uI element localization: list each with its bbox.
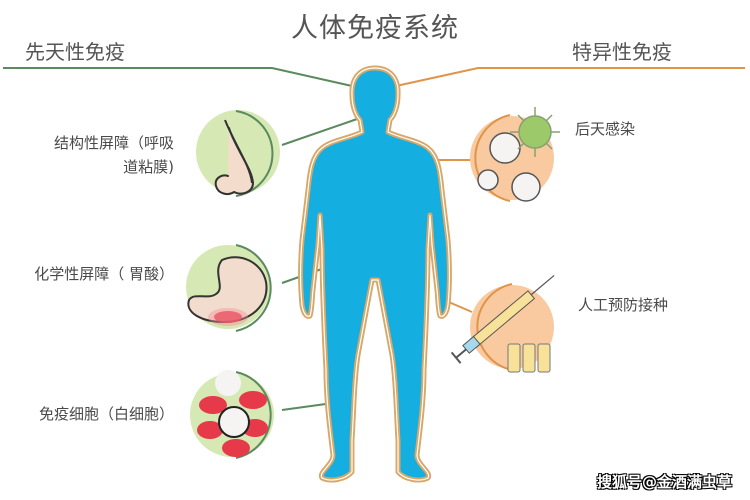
label-structural-barrier: 结构性屏障（呼吸 道粘膜) <box>54 131 174 179</box>
virus-icon <box>510 107 560 157</box>
nose-icon <box>196 110 280 197</box>
connector-cells <box>281 402 334 411</box>
innate-immunity-heading: 先天性免疫 <box>25 40 125 64</box>
virus-cells-icon <box>470 107 560 202</box>
syringe-icon <box>450 274 555 364</box>
adaptive-heading-line <box>395 67 745 87</box>
label-immune-cells: 免疫细胞（白细胞） <box>38 405 174 423</box>
syringe-vaccine-icon <box>450 274 555 373</box>
connector-nose <box>281 117 361 146</box>
label-structural-line2: 道粘膜) <box>123 158 174 176</box>
watermark: 搜狐号@金酒满虫草 <box>597 473 733 491</box>
vial-icon <box>507 343 551 373</box>
label-chemical-barrier: 化学性屏障（ 胃酸） <box>34 265 174 283</box>
label-vaccination: 人工预防接种 <box>578 296 669 314</box>
human-body-icon <box>298 65 452 483</box>
label-structural-line1: 结构性屏障（呼吸 <box>53 134 174 152</box>
adaptive-immunity-heading: 特异性免疫 <box>572 40 672 64</box>
blood-cells-icon <box>190 370 274 459</box>
innate-heading-line <box>3 67 353 87</box>
diagram-title: 人体免疫系统 <box>291 13 459 44</box>
stomach-icon <box>186 244 272 332</box>
label-acquired-infection: 后天感染 <box>575 120 636 138</box>
